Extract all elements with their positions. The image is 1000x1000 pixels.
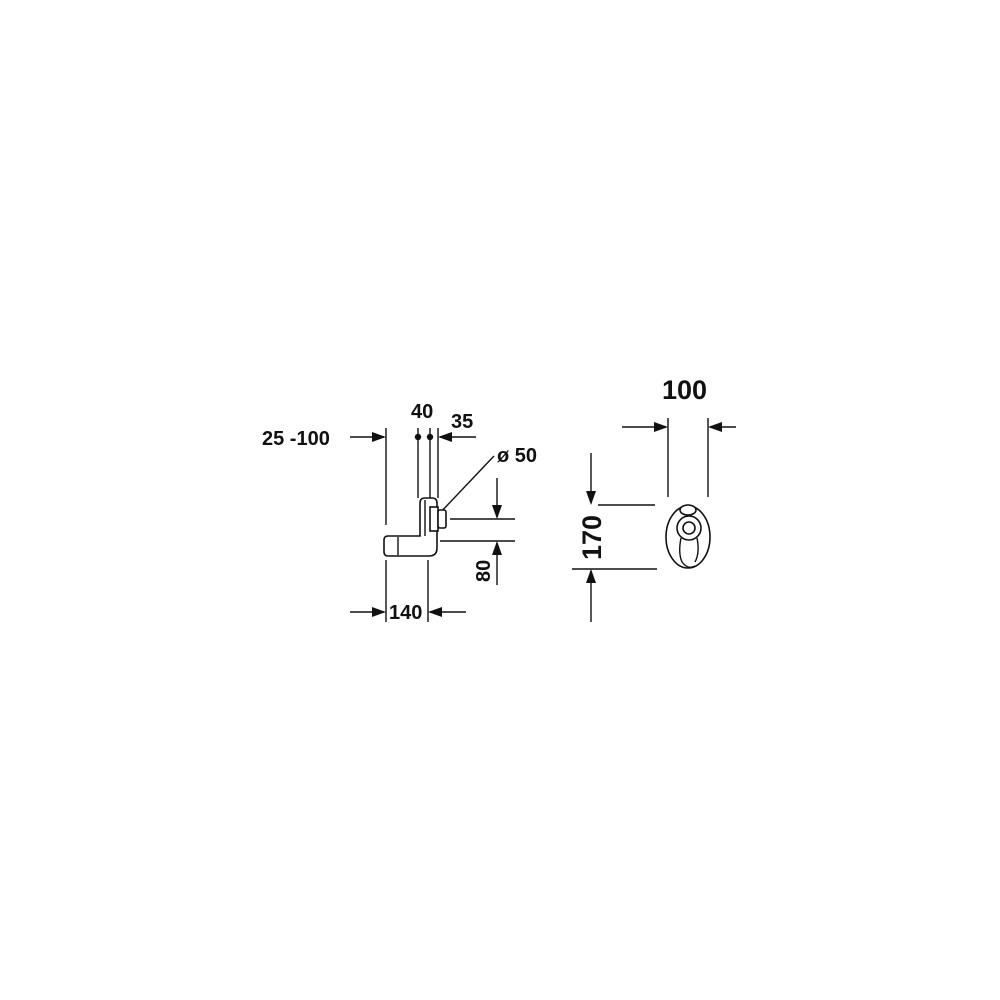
siphon-body bbox=[383, 497, 438, 557]
label-35: 35 bbox=[451, 411, 473, 433]
dot-40-left bbox=[414, 433, 422, 441]
arrow-80-bottom bbox=[492, 541, 502, 555]
front-view: 100 170 bbox=[572, 375, 736, 622]
arrow-100-left bbox=[654, 422, 668, 432]
label-25-100: 25 -100 bbox=[262, 428, 330, 450]
siphon-flange bbox=[429, 506, 439, 532]
arrow-140-left bbox=[372, 607, 386, 617]
label-140: 140 bbox=[389, 602, 422, 624]
leader-phi-50 bbox=[437, 455, 495, 516]
label-100: 100 bbox=[662, 375, 707, 405]
outlet-top-screw bbox=[679, 504, 697, 516]
arrow-100-right bbox=[708, 422, 722, 432]
label-170: 170 bbox=[577, 515, 607, 560]
outlet-drain-inner bbox=[694, 537, 699, 563]
arrow-140-right bbox=[428, 607, 442, 617]
label-80: 80 bbox=[473, 560, 495, 582]
dot-40-right bbox=[426, 433, 434, 441]
siphon-nut bbox=[437, 509, 447, 529]
arrow-25-100 bbox=[372, 432, 386, 442]
arrow-170-top bbox=[586, 491, 596, 505]
side-view: 25 -100 40 35 ø 50 80 140 bbox=[262, 401, 537, 624]
label-40: 40 bbox=[411, 401, 433, 423]
outlet-part bbox=[665, 504, 711, 569]
outlet-drain-curve bbox=[679, 537, 696, 569]
arrow-170-bottom bbox=[586, 569, 596, 583]
arrow-80-top bbox=[492, 505, 502, 519]
outlet-hole bbox=[682, 521, 696, 535]
arrow-35 bbox=[438, 432, 452, 442]
siphon-part bbox=[383, 497, 447, 557]
label-phi-50: ø 50 bbox=[497, 445, 537, 467]
